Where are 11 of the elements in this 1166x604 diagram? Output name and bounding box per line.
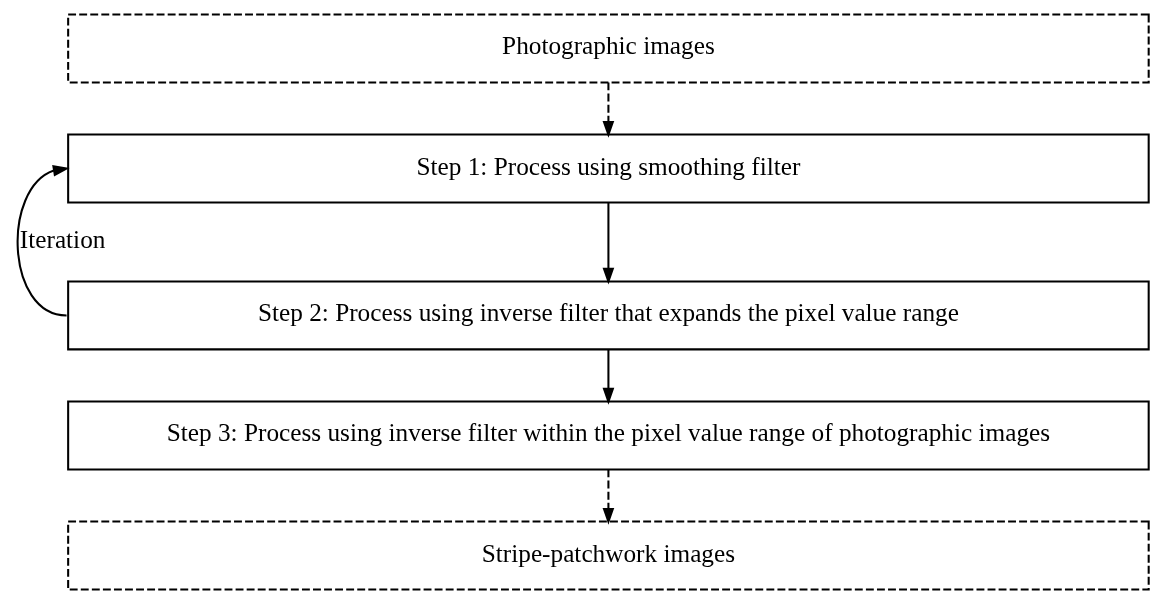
node-box: Photographic images [67,13,1150,84]
node-box: Stripe-patchwork images [67,520,1150,591]
node-box: Step 1: Process using smoothing filter [67,133,1150,204]
arrow [602,469,615,525]
arrow [16,164,70,317]
edge-label: Iteration [19,224,106,253]
arrow [602,202,615,285]
arrow [602,82,615,138]
node-box: Step 3: Process using inverse filter within the pixel value range of photographic images [67,400,1150,471]
node-box: Step 2: Process using inverse filter that expands the pixel value range [67,280,1150,351]
arrow [602,349,615,405]
